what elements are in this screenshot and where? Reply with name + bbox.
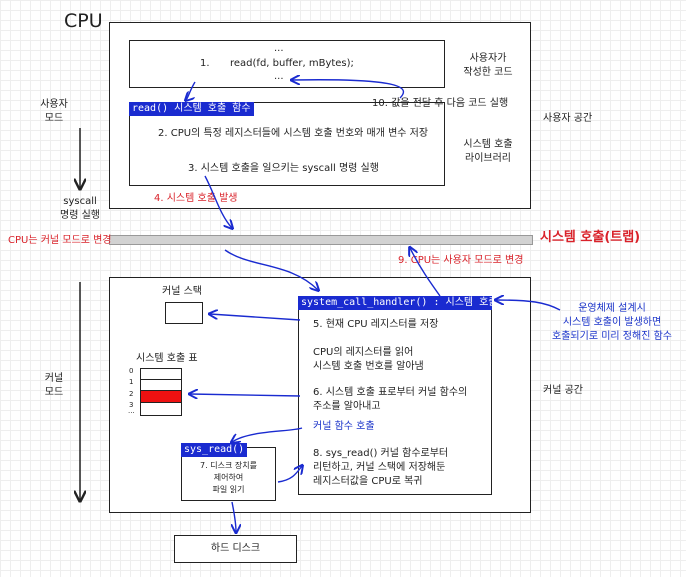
kernel-space-label: 커널 공간 (543, 385, 583, 396)
syscall-index: 1 (129, 378, 134, 386)
syscall-table-row (141, 380, 181, 391)
sys-read-step7: 7. 디스크 장치를 제어하여 파일 읽기 (200, 461, 257, 494)
user-space-label: 사용자 공간 (543, 113, 593, 124)
syscall-table-row-highlight (141, 391, 181, 403)
step10-label: 10. 값을 전달 후 다음 코드 실행 (372, 98, 509, 109)
sys-read-header: sys_read() (181, 443, 248, 457)
return-code-arrow (292, 80, 405, 99)
cpu-kernel-switch-label: CPU는 커널 모드로 변경 (8, 235, 112, 246)
lookup-table-arrow (190, 394, 301, 396)
syscall-index: 0 (129, 367, 134, 375)
library-step3: 3. 시스템 호출을 일으키는 syscall 명령 실행 (188, 163, 379, 174)
user-code-step1-num: 1. (200, 58, 210, 69)
syscall-exec-label: syscall 명령 실행 (60, 196, 100, 221)
step9-label: 9. CPU는 사용자 모드로 변경 (398, 255, 524, 266)
user-code-step1: read(fd, buffer, mBytes); (230, 58, 354, 69)
syscall-table (140, 368, 182, 416)
kernel-stack-label: 커널 스택 (162, 286, 202, 297)
call-sys-read-arrow (232, 427, 303, 442)
user-code-dots-top: ... (274, 43, 284, 54)
save-registers-arrow (210, 314, 301, 321)
handler-step8: 8. sys_read() 커널 함수로부터 리턴하고, 커널 스택에 저장해둔… (313, 448, 449, 487)
handler-step5: 5. 현재 CPU 레지스터를 저장 (313, 319, 439, 330)
step4-label: 4. 시스템 호출 발생 (154, 193, 238, 204)
syscall-index: 2 (129, 390, 134, 398)
trap-arrow (204, 175, 232, 228)
disk-access-arrow (232, 501, 236, 532)
library-label: 시스템 호출 라이브러리 (463, 139, 513, 164)
hard-disk-box (174, 535, 297, 563)
handler-header: system_call_handler() : 시스템 호출 핸들러 (298, 296, 531, 310)
handler-read-regs: CPU의 레지스터를 읽어 시스템 호출 번호를 알아냄 (313, 347, 424, 372)
syscall-trap-title: 시스템 호출(트랩) (540, 230, 641, 245)
call-library-arrow (186, 81, 196, 100)
handler-note: 운영체제 설계시 시스템 호출이 발생하면 호출되기로 미리 정해진 함수 (552, 303, 672, 342)
user-code-dots-bottom: ... (274, 71, 284, 82)
cpu-title: CPU (64, 10, 103, 32)
handler-call-kernel: 커널 함수 호출 (313, 421, 375, 432)
hard-disk-label: 하드 디스크 (210, 543, 261, 554)
library-box (129, 102, 445, 186)
kernel-mode-label: 커널 모드 (44, 373, 64, 398)
mode-separator-bar (109, 235, 533, 245)
library-header: read() 시스템 호출 함수 (129, 102, 254, 116)
syscall-index: 3 (129, 401, 134, 409)
kernel-stack-box (165, 302, 203, 324)
user-mode-label: 사용자 모드 (40, 99, 68, 124)
syscall-index: ... (128, 407, 135, 415)
syscall-table-row (141, 369, 181, 380)
back-to-user-arrow (410, 248, 441, 297)
user-code-label: 사용자가 작성한 코드 (463, 53, 513, 78)
syscall-table-title: 시스템 호출 표 (136, 353, 198, 364)
to-handler-arrow (224, 249, 318, 290)
note-to-handler-arrow (496, 300, 561, 311)
handler-step6: 6. 시스템 호출 표로부터 커널 함수의 주소를 알아내고 (313, 387, 468, 412)
library-step2: 2. CPU의 특정 레지스터들에 시스템 호출 번호와 매개 변수 저장 (158, 128, 429, 139)
user-code-box (129, 40, 445, 88)
return-from-sys-read-arrow (277, 466, 302, 483)
